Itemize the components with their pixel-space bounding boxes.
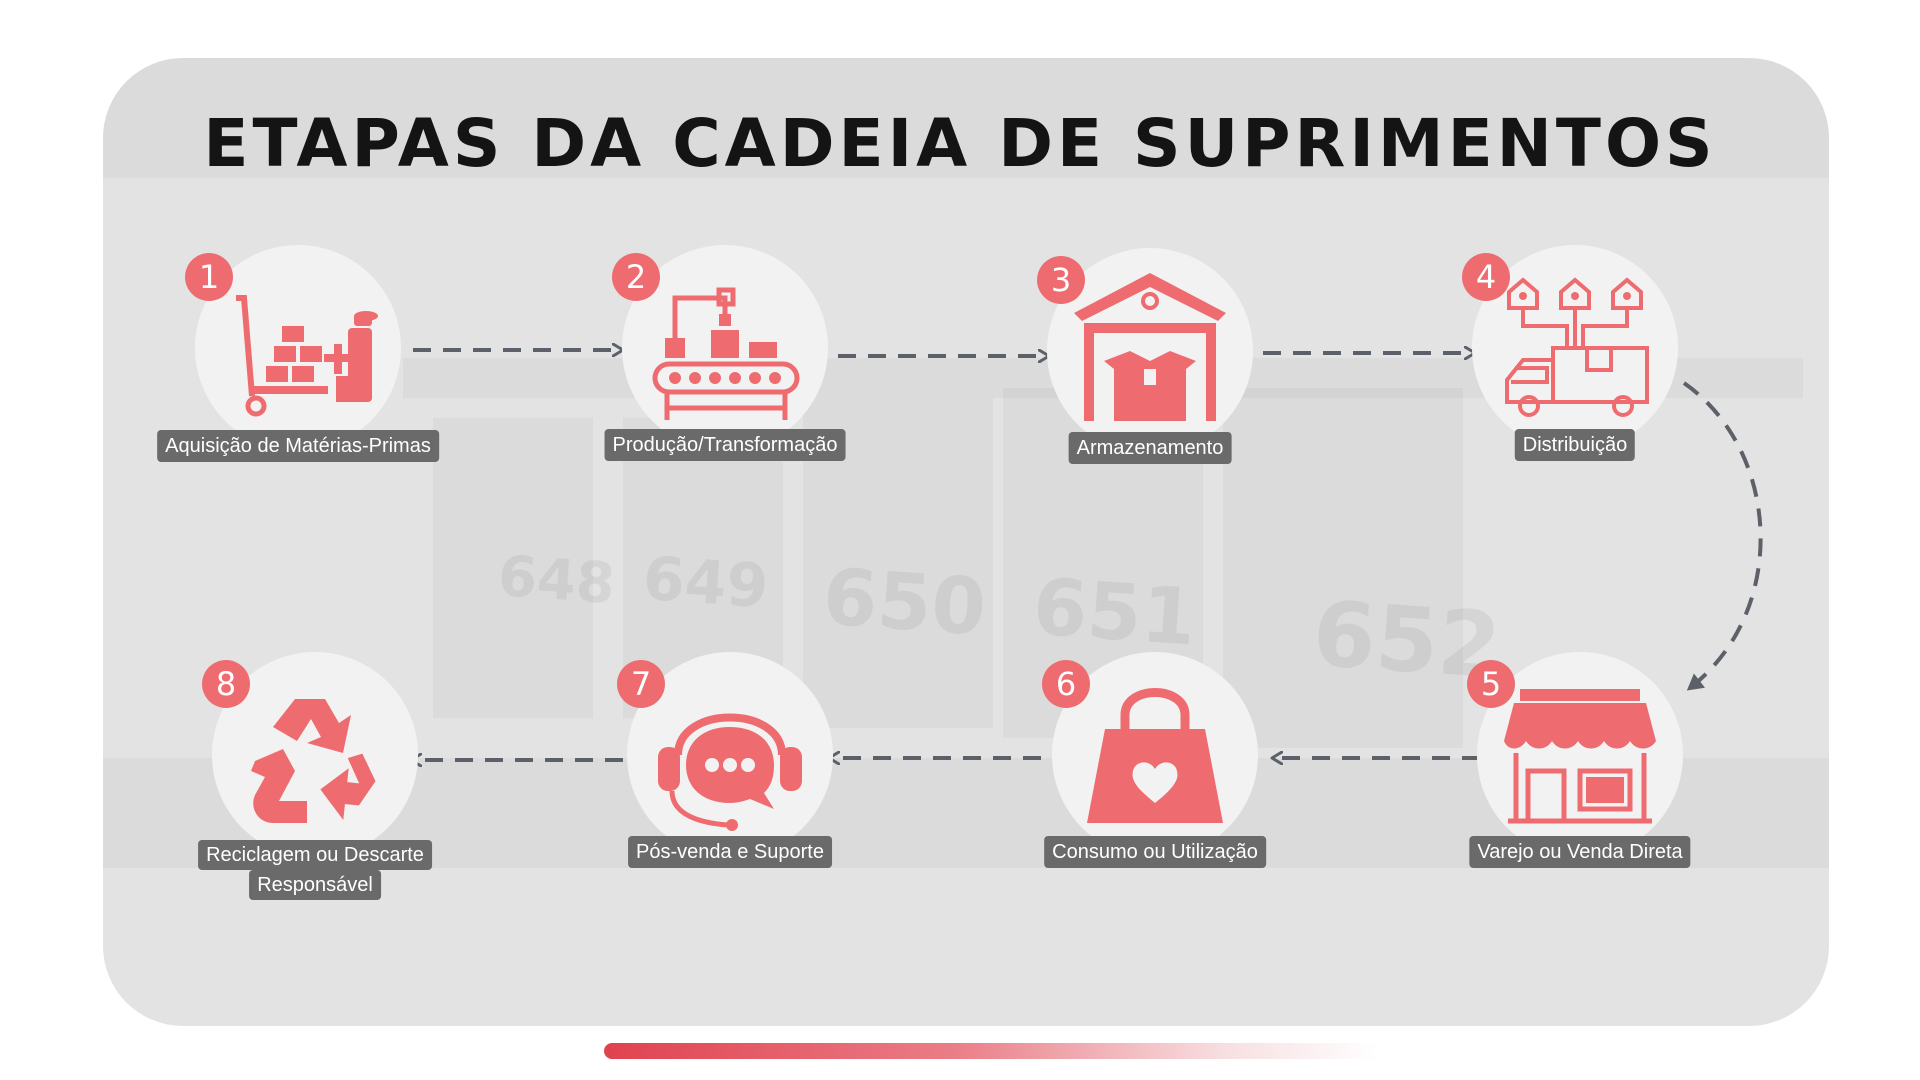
step-label-line: Responsável bbox=[249, 870, 381, 900]
step-label: Consumo ou Utilização bbox=[1044, 836, 1266, 868]
storefront-icon bbox=[1504, 689, 1656, 824]
step-label-line: Reciclagem ou Descarte bbox=[198, 840, 432, 870]
step-label: Armazenamento bbox=[1068, 432, 1232, 464]
step-number-badge: 5 bbox=[1467, 660, 1515, 708]
step-6: 6 Consumo ou Utilização bbox=[1042, 652, 1266, 868]
step-8: 8 Reciclagem ou Descarte Responsável bbox=[198, 652, 432, 900]
step-5: 5 Varejo ou Venda Direta bbox=[1467, 652, 1691, 868]
step-label: Varejo ou Venda Direta bbox=[1469, 836, 1691, 868]
headset-chat-icon bbox=[658, 713, 802, 831]
step-label: Reciclagem ou Descarte Responsável bbox=[198, 840, 432, 900]
step-number-badge: 2 bbox=[612, 253, 660, 301]
step-number-badge: 8 bbox=[202, 660, 250, 708]
step-7: 7 Pós-venda e Suporte bbox=[617, 652, 833, 868]
production-line-icon bbox=[652, 287, 800, 420]
step-number-badge: 4 bbox=[1462, 253, 1510, 301]
step-2: 2 Produção/Transformação bbox=[604, 245, 846, 461]
step-1: 1 Aquisição de Matérias-Primas bbox=[157, 245, 439, 462]
step-number-badge: 7 bbox=[617, 660, 665, 708]
warehouse-icon bbox=[1074, 273, 1226, 421]
step-label: Produção/Transformação bbox=[604, 429, 846, 461]
background-number: 649 bbox=[640, 543, 771, 623]
background-number: 651 bbox=[1030, 562, 1199, 664]
step-label: Distribuição bbox=[1514, 429, 1636, 461]
background-number: 648 bbox=[495, 544, 618, 617]
raw-materials-icon bbox=[236, 295, 378, 417]
delivery-truck-icon bbox=[1505, 277, 1649, 417]
step-number-badge: 1 bbox=[185, 253, 233, 301]
step-3: 3 Armazenamento bbox=[1037, 248, 1253, 464]
recycle-icon bbox=[251, 699, 376, 823]
step-number-badge: 6 bbox=[1042, 660, 1090, 708]
page-title: ETAPAS DA CADEIA DE SUPRIMENTOS bbox=[203, 105, 1717, 182]
step-label: Aquisição de Matérias-Primas bbox=[157, 430, 439, 462]
step-number-badge: 3 bbox=[1037, 256, 1085, 304]
step-4: 4 Distribuição bbox=[1462, 245, 1678, 461]
bottom-gradient-bar bbox=[604, 1043, 1380, 1059]
step-label: Pós-venda e Suporte bbox=[628, 836, 832, 868]
shopping-bag-heart-icon bbox=[1087, 688, 1223, 823]
background-number: 650 bbox=[820, 552, 989, 654]
